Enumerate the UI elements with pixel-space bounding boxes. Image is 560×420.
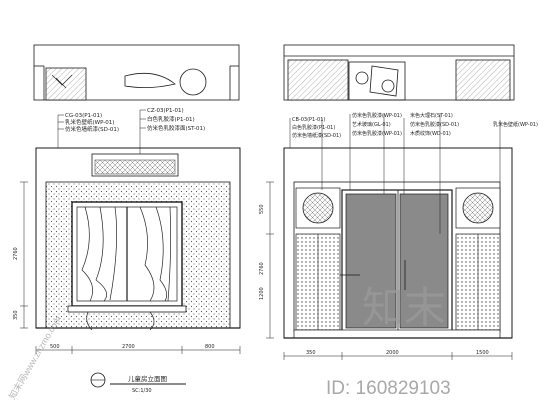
dimension-label: 2760 [259,262,265,275]
left-door-panel [345,193,397,329]
left-callout-leaders [57,109,146,154]
dimension-label: 2760 [13,247,19,260]
watermark-side: 知末网www.znzmo.com [6,314,63,401]
left-rosette [302,192,334,224]
left-elevation [35,147,241,331]
callout-label: 木质纹饰(WD-01) [410,130,451,137]
callout-label: 仿米色墙纸漆(SD-01) [65,125,119,133]
callout-label: 仿米色乳胶漆(WP-01) [352,112,402,119]
left-plan-view [33,44,240,101]
callout-label: 乳米色壁纸(WP-01) [493,121,538,128]
dimension-label: 1200 [259,287,265,300]
right-callout-labels: CB-03(P1-01) 白色乳胶漆(P1-01) 仿米色墙纸漆(SD-01) … [292,112,538,139]
callout-label: 艺术玻璃(GL-01) [352,121,391,128]
dimension-label: 800 [205,344,215,350]
left-callout-labels: CG-03(P1-01) 乳米色壁纸(WP-01) 仿米色墙纸漆(SD-01) … [65,108,205,133]
dimension-label: 350 [306,350,316,356]
left-drawing-title: 儿童房立面图 SC:1/30 [90,372,186,394]
dimension-label: 500 [50,344,60,350]
dimension-label: 2700 [122,344,135,350]
dimension-label: 2000 [386,350,399,356]
left-dimensions [20,181,241,354]
drawing-title: 儿童房立面图 [128,374,167,383]
watermark-brand: 知末 [362,284,446,331]
dimension-label: 1500 [476,350,489,356]
dimension-label: 350 [13,310,19,320]
right-rosette [462,192,494,224]
callout-label: CG-03(P1-01) [65,113,102,119]
callout-label: CB-03(P1-01) [292,117,325,123]
watermark-id: ID: 160829103 [326,378,451,399]
callout-label: 白色乳胶漆(P1-01) [292,124,335,131]
callout-label: CZ-03(P1-01) [147,108,184,114]
drawing-scale: SC:1/30 [132,388,152,394]
right-dimensions [266,181,513,360]
callout-label: 白色乳胶漆(P1-01) [147,115,195,123]
right-plan-view [283,44,515,101]
dimension-label: 550 [259,204,265,214]
window-frame [71,201,183,307]
callout-label: 仿米色乳胶漆(WP-01) [352,130,402,137]
callout-label: 仿米色墙纸漆(SD-01) [292,132,341,139]
right-callout-leaders [289,114,501,234]
callout-label: 米色大理石(ST-01) [410,112,453,119]
callout-label: 仿米色乳胶漆面(ST-01) [147,124,205,132]
callout-label: 仿米色乳胶漆(SD-01) [410,121,459,128]
callout-label: 乳米色壁纸(WP-01) [65,118,114,126]
